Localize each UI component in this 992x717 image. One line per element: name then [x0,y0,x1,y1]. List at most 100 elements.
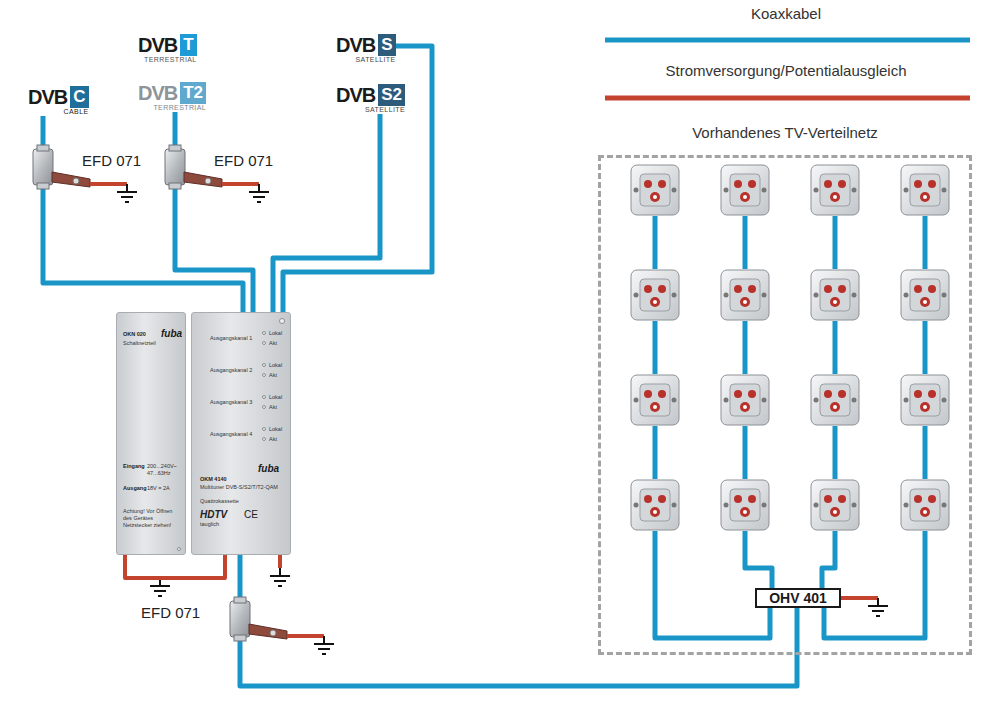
label-anchor: EFD 071 [141,604,200,622]
label-anchor: Lokal [269,330,282,337]
logo-row: DVBC [28,86,89,108]
grounding-block [230,592,334,654]
ground-wire [841,596,878,600]
label-anchor: Ausgangskanal 3 [210,399,252,406]
coax-cable [283,46,432,312]
device-label: Schaltnetzteil [123,340,156,347]
grounding-block [165,140,269,202]
device-label: Multituner DVB-S/S2/T/T2-QAM [200,484,286,491]
signal-logo: DVBT2TERRESTRIAL [138,82,206,112]
legend-item: Koaxkabel [600,5,972,23]
label-anchor: Achtung! Vor Öffnen des Gerätes Netzstec… [123,508,179,529]
legend-line [605,96,970,101]
network-cables [655,216,925,638]
led-dot [262,395,266,399]
label-anchor: OKM 4140 [200,476,227,483]
splitter-box: OHV 401 [755,588,841,608]
device-label: Lokal [269,394,282,401]
device-label: Akt [269,372,277,379]
legend-line [605,38,970,43]
device-label: OKM 4140 [200,476,227,483]
label-anchor: 200...240V~ 47...63Hz [147,463,183,477]
legend-item: Stromversorgung/Potentialausgleich [600,62,972,80]
logo-word: DVB [138,34,177,56]
label-anchor: Ausgang [123,485,147,492]
coax-cable [175,195,253,312]
signal-logo: DVBTTERRESTRIAL [138,34,197,64]
label-anchor: Ausgangskanal 2 [210,367,252,374]
label-anchor: Eingang [123,463,145,470]
label-anchor: Akt [269,340,277,347]
led-dot [262,405,266,409]
device-label: Ausgangskanal 3 [210,399,252,406]
coax-cable [43,195,243,312]
label-anchor: 18V = 2A [147,485,170,492]
led-dot [262,331,266,335]
logo-word: DVB [336,84,375,106]
device-label: 18V = 2A [147,485,170,492]
part-label: EFD 071 [82,152,141,169]
device-label: Akt [269,340,277,347]
device-label: Ausgangskanal 4 [210,431,252,438]
logo-word: DVB [138,82,177,104]
signal-logo: DVBS2SATELLITE [336,84,405,114]
ground-symbol [150,578,170,596]
label-anchor: Lokal [269,362,282,369]
label-anchor: Lokal [269,394,282,401]
device-label: Lokal [269,362,282,369]
splitter-label: OHV 401 [769,590,827,606]
grounding-block [33,140,137,202]
device-label: Lokal [269,426,282,433]
led-dot [262,427,266,431]
label-anchor: Ausgangskanal 4 [210,431,252,438]
legend-text: Stromversorgung/Potentialausgleich [666,62,907,79]
ground-symbol [270,568,290,586]
ground-symbol [868,598,888,616]
device-housing: Ausgangskanal 1LokalAktAusgangskanal 2Lo… [191,312,291,555]
network-region: Vorhandenes TV-VerteilnetzOHV 401 [598,155,972,655]
logo-subtitle: TERRESTRIAL [138,104,206,112]
device-label: Akt [269,404,277,411]
grounding-block: EFD 071 [225,592,295,647]
device-label: Ausgang [123,485,147,492]
label-anchor: Quattrokassette [200,498,239,505]
coax-cable [273,114,380,312]
label-anchor: EFD 071 [82,152,141,170]
logo-word: DVB [28,86,67,108]
label-anchor: fuba [161,328,182,339]
label-anchor: tauglich [200,521,219,528]
logo-subtitle: TERRESTRIAL [138,56,197,64]
led-dot [262,341,266,345]
coax-cable [238,555,243,592]
label-anchor: Akt [269,404,277,411]
logo-row: DVBS2 [336,84,405,106]
led-dot [262,363,266,367]
antenna-outlets [631,165,949,530]
logo-row: DVBT2 [138,82,206,104]
device-label: tauglich [200,521,219,528]
logo-subtitle: CABLE [28,108,89,116]
device-label: Quattrokassette [200,498,239,505]
label-anchor: Lokal [269,426,282,433]
label-anchor: Ausgangskanal 1 [210,335,252,342]
region-heading: Vorhandenes TV-Verteilnetz [692,124,878,141]
logo-row: DVBT [138,34,197,56]
coax-cable [173,112,178,140]
ground-wire [278,555,282,568]
label-anchor: Akt [269,436,277,443]
ground-wire [125,555,225,578]
logo-letter: S [378,34,395,56]
label-anchor: Schaltnetzteil [123,340,156,347]
device-label: OKN 020 [123,331,146,338]
device-label: Ausgangskanal 1 [210,335,252,342]
device-label: HDTV [200,509,227,520]
coax-cable [240,608,797,686]
led-dot [177,547,181,551]
logo-row: DVBS [336,34,396,56]
legend-text: Koaxkabel [751,5,821,22]
device-housing: OKN 020 fubaSchaltnetzteilEingang200...24… [116,312,186,555]
device-label: Akt [269,436,277,443]
logo-letter: S2 [378,84,405,106]
logo-letter: T [180,34,196,56]
logo-word: DVB [336,34,375,56]
